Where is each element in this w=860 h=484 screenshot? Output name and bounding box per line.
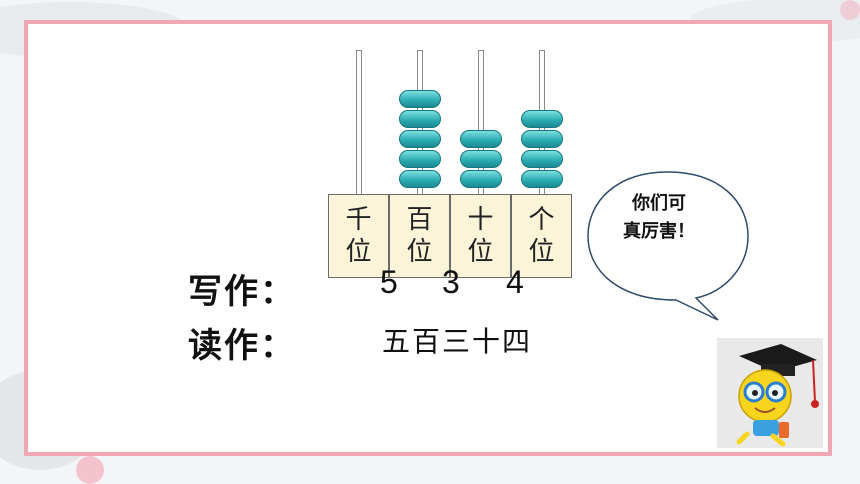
bubble-text: 你们可 真厉害！: [604, 190, 714, 246]
abacus-rod-thousands: [356, 50, 362, 196]
abacus-bead: [399, 90, 441, 108]
place-label-bottom: 位: [345, 237, 372, 267]
place-label-bottom: 位: [406, 237, 433, 267]
abacus-bead: [521, 130, 563, 148]
bubble-line-1: 你们可: [632, 193, 686, 214]
abacus-bead: [399, 170, 441, 188]
abacus-bead: [399, 130, 441, 148]
written-digit-ones: 4: [506, 264, 524, 300]
place-box-thousands: 千 位: [328, 194, 389, 278]
place-label-top: 个: [528, 205, 555, 235]
place-label-bottom: 位: [467, 237, 494, 267]
bubble-line-2: 真厉害！: [623, 221, 695, 242]
abacus-bead: [460, 170, 502, 188]
place-box-tens: 十 位: [450, 194, 511, 278]
place-label-top: 十: [467, 205, 494, 235]
mascot-panel: [717, 338, 823, 448]
written-digit-hundreds: 5: [380, 264, 398, 300]
place-label-top: 千: [345, 205, 372, 235]
written-digit-tens: 3: [442, 264, 460, 300]
abacus-bead: [521, 150, 563, 168]
content-frame: 千 位 百 位 十 位 个 位 写作： 5 3 4 读作： 五百三十四 你们可 …: [24, 20, 832, 456]
abacus-bead: [521, 170, 563, 188]
abacus: 千 位 百 位 十 位 个 位: [328, 50, 574, 280]
abacus-bead: [521, 110, 563, 128]
abacus-bead: [399, 110, 441, 128]
place-box-ones: 个 位: [511, 194, 572, 278]
place-label-bottom: 位: [528, 237, 555, 267]
abacus-bead: [399, 150, 441, 168]
write-label: 写作：: [188, 272, 296, 312]
place-box-hundreds: 百 位: [389, 194, 450, 278]
abacus-bead: [460, 130, 502, 148]
speech-bubble: [587, 171, 749, 321]
graduate-smiley-icon: [736, 344, 819, 447]
abacus-bead: [460, 150, 502, 168]
place-label-top: 百: [406, 205, 433, 235]
read-label: 读作：: [188, 326, 296, 366]
read-text: 五百三十四: [382, 325, 533, 358]
